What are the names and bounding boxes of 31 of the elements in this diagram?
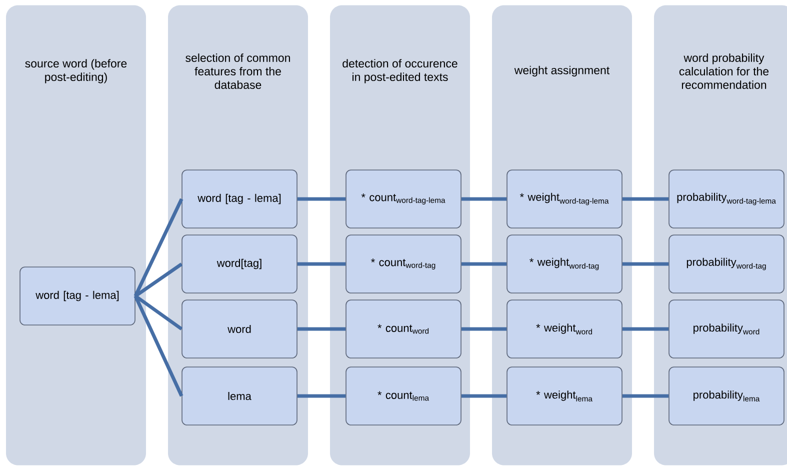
connector-line <box>461 394 507 398</box>
feature-box: word <box>182 300 298 358</box>
feature-box: $\text{* count}_{\text{word}}$ <box>346 300 462 358</box>
feature-box: $\text{* weight}_{\text{word-tag}}$ <box>506 234 622 294</box>
connector-line <box>134 295 184 397</box>
connector-line <box>461 262 507 266</box>
connector-line <box>622 394 669 398</box>
connector-line <box>134 198 184 297</box>
connector-line <box>622 197 669 201</box>
feature-box: $\text{* weight}_{\text{word}}$ <box>506 300 622 358</box>
feature-box: word [tag - lema] <box>20 266 136 326</box>
feature-box: word [tag - lema] <box>182 170 298 228</box>
connector-line <box>297 327 346 331</box>
feature-box: $\text{probability}_{\text{word-tag}}$ <box>668 234 784 294</box>
connector-line <box>297 262 346 266</box>
feature-box: $\text{* count}_{\text{lema}}$ <box>346 366 462 426</box>
connector-line <box>297 394 346 398</box>
feature-box: lema <box>182 366 298 426</box>
connector-line <box>622 327 669 331</box>
feature-box: $\text{* count}_{\text{word-tag-lema}}$ <box>346 170 462 228</box>
feature-box: $\text{* weight}_{\text{lema}}$ <box>506 366 622 426</box>
feature-box: $\text{probability}_{\text{word}}$ <box>668 300 784 358</box>
feature-box: $\text{* weight}_{\text{word-tag-lema}}$ <box>506 170 622 228</box>
feature-box: $\text{* count}_{\text{word-tag}}$ <box>346 234 462 294</box>
connector-line <box>461 197 507 201</box>
feature-box: $\text{probability}_{\text{word-tag-lema}}$ <box>668 170 784 228</box>
connector-line <box>461 327 507 331</box>
connector-line <box>297 197 346 201</box>
feature-box: $\text{probability}_{\text{lema}}$ <box>668 366 784 426</box>
connector-line <box>622 262 669 266</box>
feature-box: word[tag] <box>182 234 298 294</box>
